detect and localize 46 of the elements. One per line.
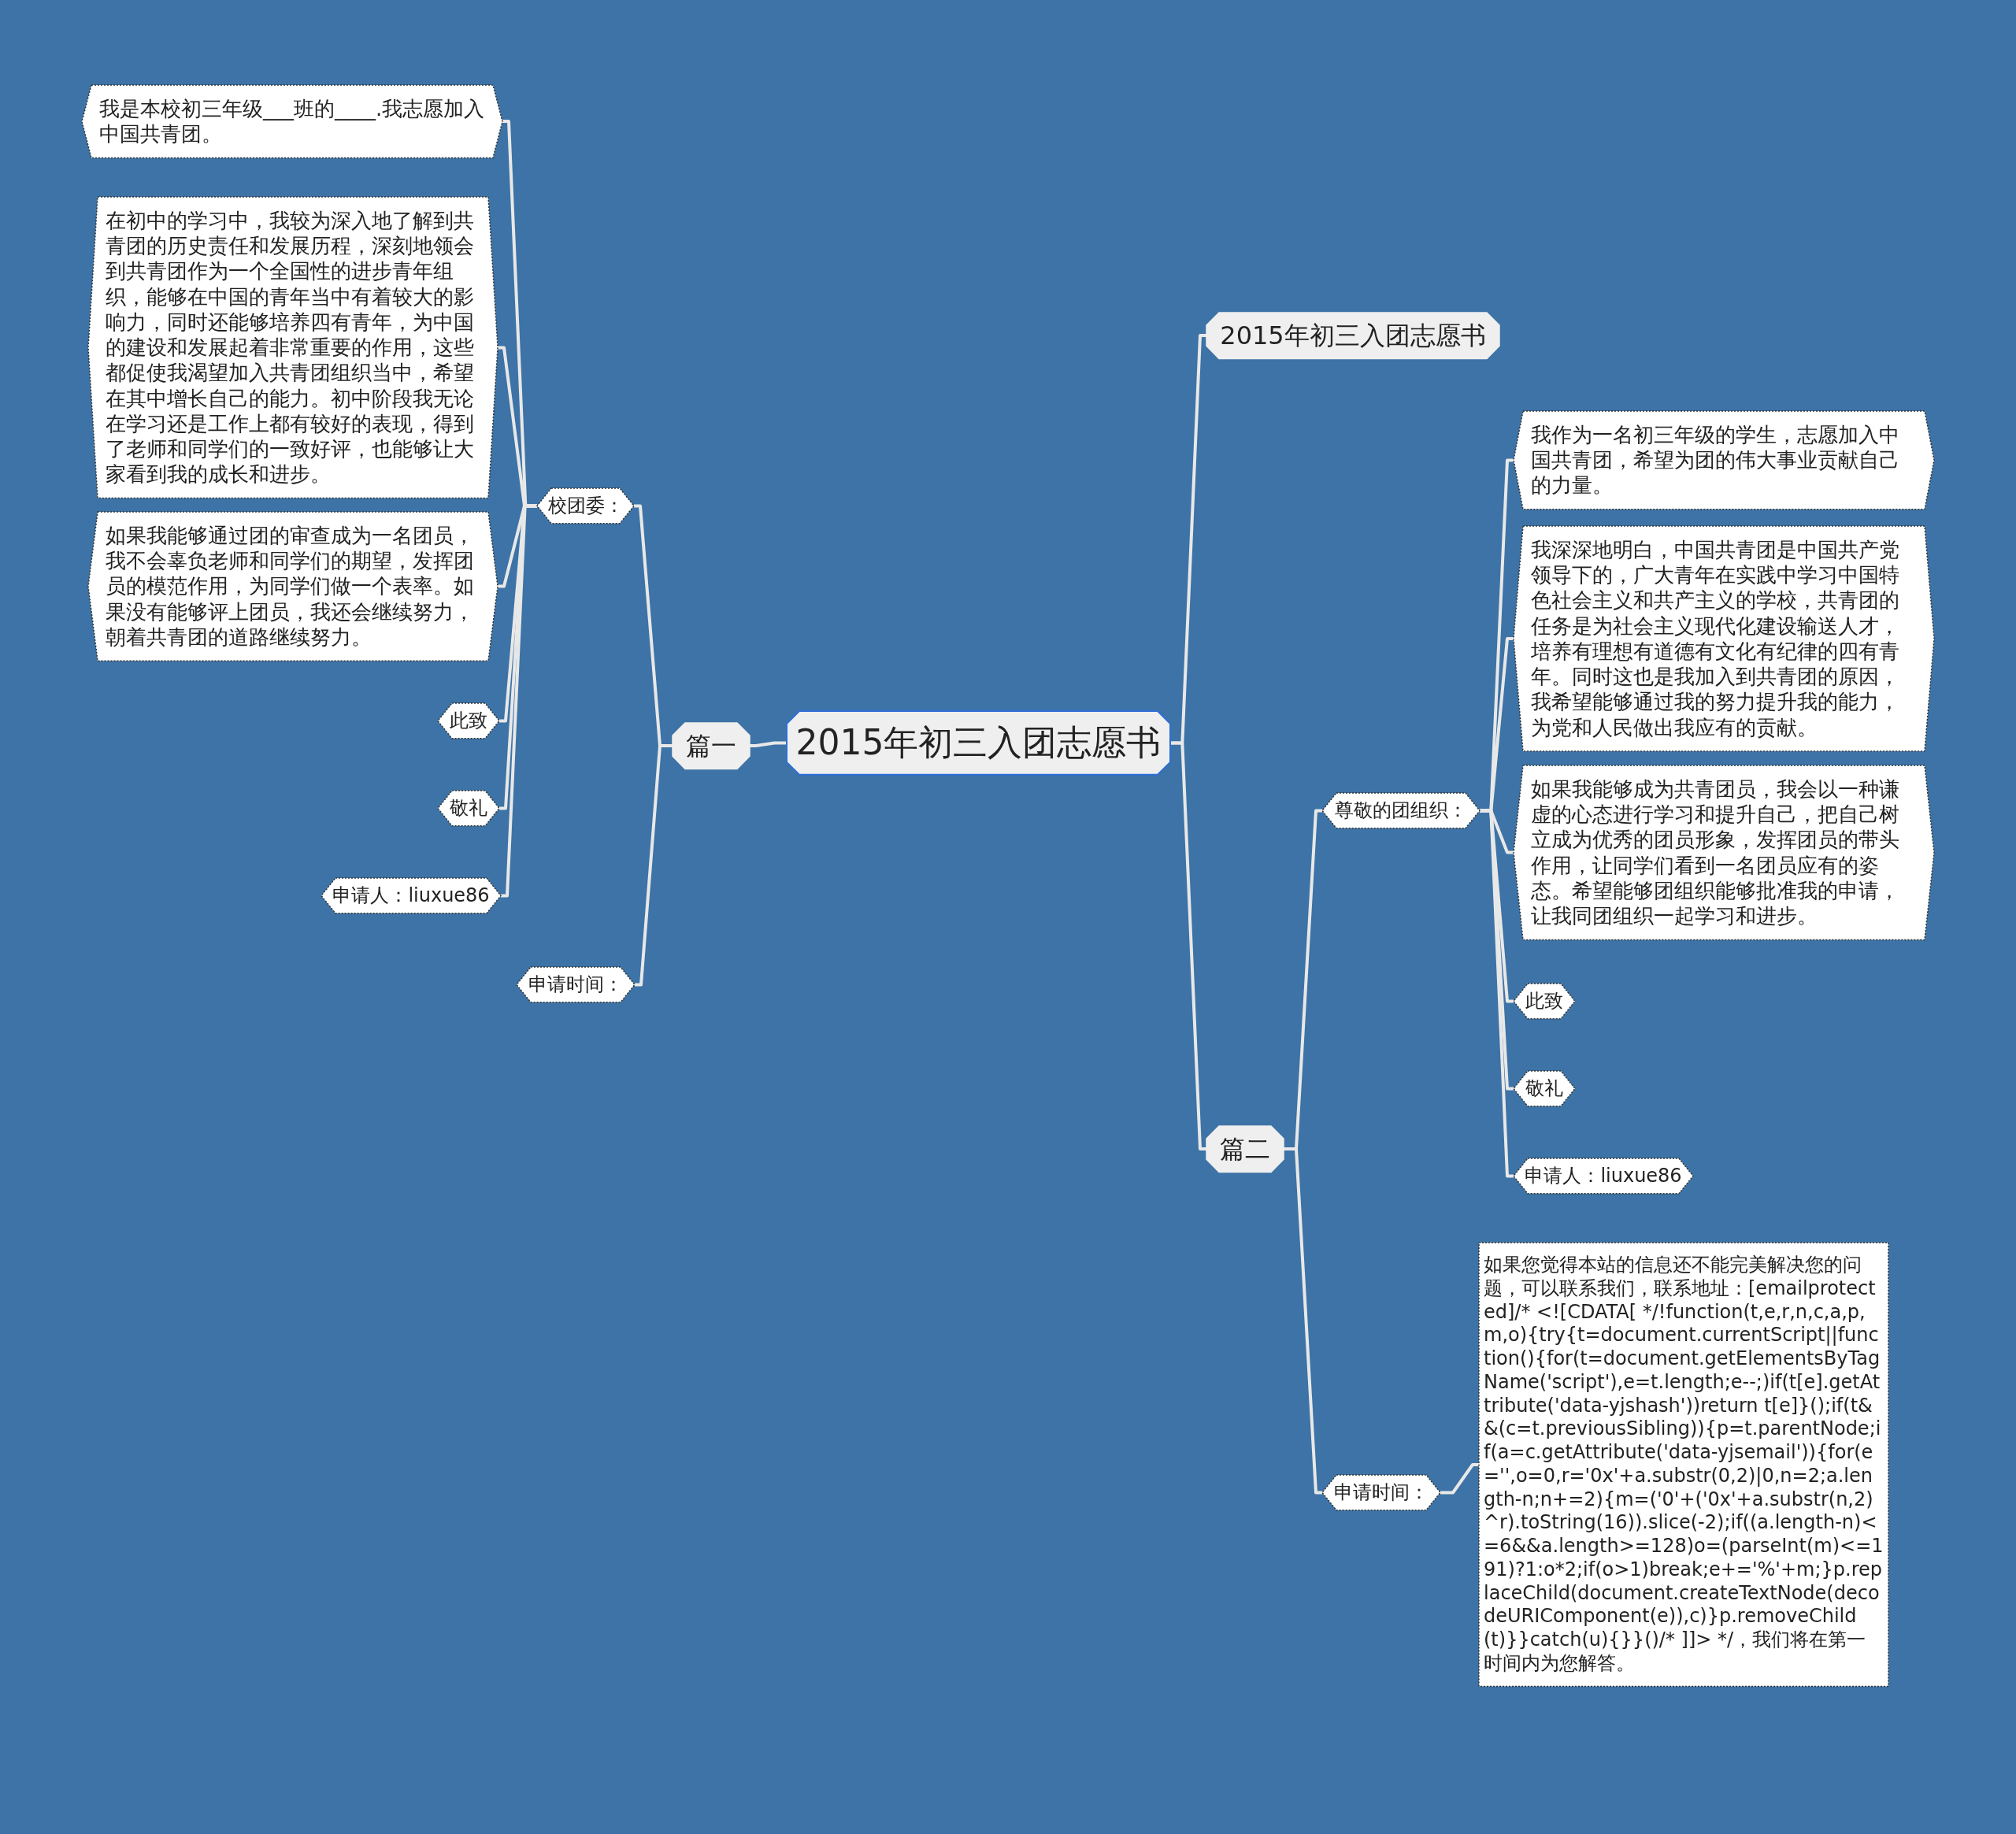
hexagon-box: [1514, 1071, 1575, 1106]
connector-line: [1284, 1147, 1322, 1495]
text-box: [82, 85, 502, 158]
node-text: 如果您觉得本站的信息还不能完美解决您的问题，可以联系我们，联系地址：[emailprotected]/* <![CDATA[ */!function(t,e,r,n,c,a,p,m,o){try{t=document.currentScript||function(){for(t=document.getElementsByTagName('script'),e=t.length;e--;)if(t[e].getAttribute('data-yjshash'))return t[e]}();if(t&&(c=t.previousSibling)){p=t.parentNode;if(a=c.getAttribute('data-yjsemail')){for(e='',o=0,r='0x'+a.substr(0,2)|0,n=2;a.length-n;n+=2){m=('0'+('0x'+a.substr(n,2)^r).toString(16)).slice(-2);if((a.length-n)<=6&&a.length>=128)o=(parseInt(m)<=191)?1:o*2;if(o>1)break;e+='%'+m;}p.replaceChild(document.createTextNode(decodeURIComponent(e)),c)}p.removeChild(t)}}catch(u){}}()/* ]]> */，我们将在第一时间内为您解答。: [1484, 1254, 1884, 1676]
node-text: 我是本校初三年级___班的____.我志愿加入中国共青团。: [99, 96, 485, 147]
node-text: 2015年初三入团志愿书: [1220, 320, 1486, 351]
node-text: 校团委：: [547, 495, 624, 517]
hexagon-box: [1514, 1158, 1693, 1194]
text-box: [88, 197, 498, 498]
subtopic-box: [1322, 1475, 1440, 1510]
hexagon-box: [321, 878, 501, 913]
node-text: 申请人：liuxue86: [1525, 1165, 1682, 1187]
node-text: 敬礼: [1525, 1077, 1563, 1100]
topic-box: [1206, 1126, 1284, 1173]
node-text: 申请时间：: [528, 973, 623, 996]
node-text: 此致: [450, 710, 487, 732]
hexagon-box: [438, 791, 499, 826]
node-text: 申请人：liuxue86: [332, 884, 490, 907]
node-text: 在初中的学习中，我较为深入地了解到共青团的历史责任和发展历程，深刻地领会到共青团作为一个全国性的进步青年组织，能够在中国的青年当中有着较大的影响力，同时还能够培养四有青年，为中国的建设和发展起着非常重要的作用，这些都促使我渴望加入共青团组织当中，希望在其中增长自己的能力。初中阶段我无论在学习还是工作上都有较好的表现，得到了老师和同学们的一致好评，也能够让大家看到我的成长和进步。: [106, 208, 475, 487]
node-text: 尊敬的团组织：: [1335, 799, 1467, 822]
node-text: 我作为一名初三年级的学生，志愿加入中国共青团，希望为团的伟大事业贡献自己的力量。: [1531, 422, 1900, 498]
connector-line: [750, 741, 787, 747]
text-box: [1514, 411, 1934, 509]
subtopic-box: [517, 967, 635, 1002]
subtopic-box: [1322, 793, 1480, 828]
node-text: 篇二: [1220, 1134, 1270, 1165]
node-text: 我深深地明白，中国共青团是中国共产党领导下的，广大青年在实践中学习中国特色社会主义和共产主义的学校，共青团的任务是为社会主义现代化建设输送人才，培养有理想有道德有文化有纪律的四有青年。同时这也是我加入到共青团的原因，我希望能够通过我的努力提升我的能力，为党和人民做出我应有的贡献。: [1531, 537, 1900, 740]
text-box: [1514, 765, 1934, 940]
node-text: 申请时间：: [1334, 1481, 1429, 1504]
central-topic-box: [787, 711, 1170, 775]
node-text: 如果我能够成为共青团员，我会以一种谦虚的心态进行学习和提升自己，把自己树立成为优秀的团员形象，发挥团员的带头作用，让同学们看到一名团员应有的姿态。希望能够团组织能够批准我的申请，让我同团组织一起学习和进步。: [1531, 776, 1900, 929]
subtopic-box: [537, 488, 634, 524]
text-box: [1514, 526, 1934, 751]
text-box: [88, 512, 498, 661]
hexagon-box: [1514, 984, 1575, 1019]
node-text: 2015年初三入团志愿书: [795, 722, 1162, 764]
connector-line: [1440, 1463, 1479, 1495]
topic-box: [673, 723, 750, 769]
connector-line: [1170, 741, 1206, 1150]
node-text: 敬礼: [450, 797, 487, 820]
connector-line: [1480, 809, 1514, 1178]
node-text: 篇一: [686, 731, 736, 761]
hexagon-box: [438, 703, 499, 739]
node-text: 如果我能够通过团的审查成为一名团员，我不会辜负老师和同学们的期望，发挥团员的模范作用，为同学们做一个表率。如果没有能够评上团员，我还会继续努力，朝着共青团的道路继续努力。: [106, 523, 475, 650]
node-text: 此致: [1525, 990, 1563, 1013]
topic-box: [1206, 313, 1499, 359]
